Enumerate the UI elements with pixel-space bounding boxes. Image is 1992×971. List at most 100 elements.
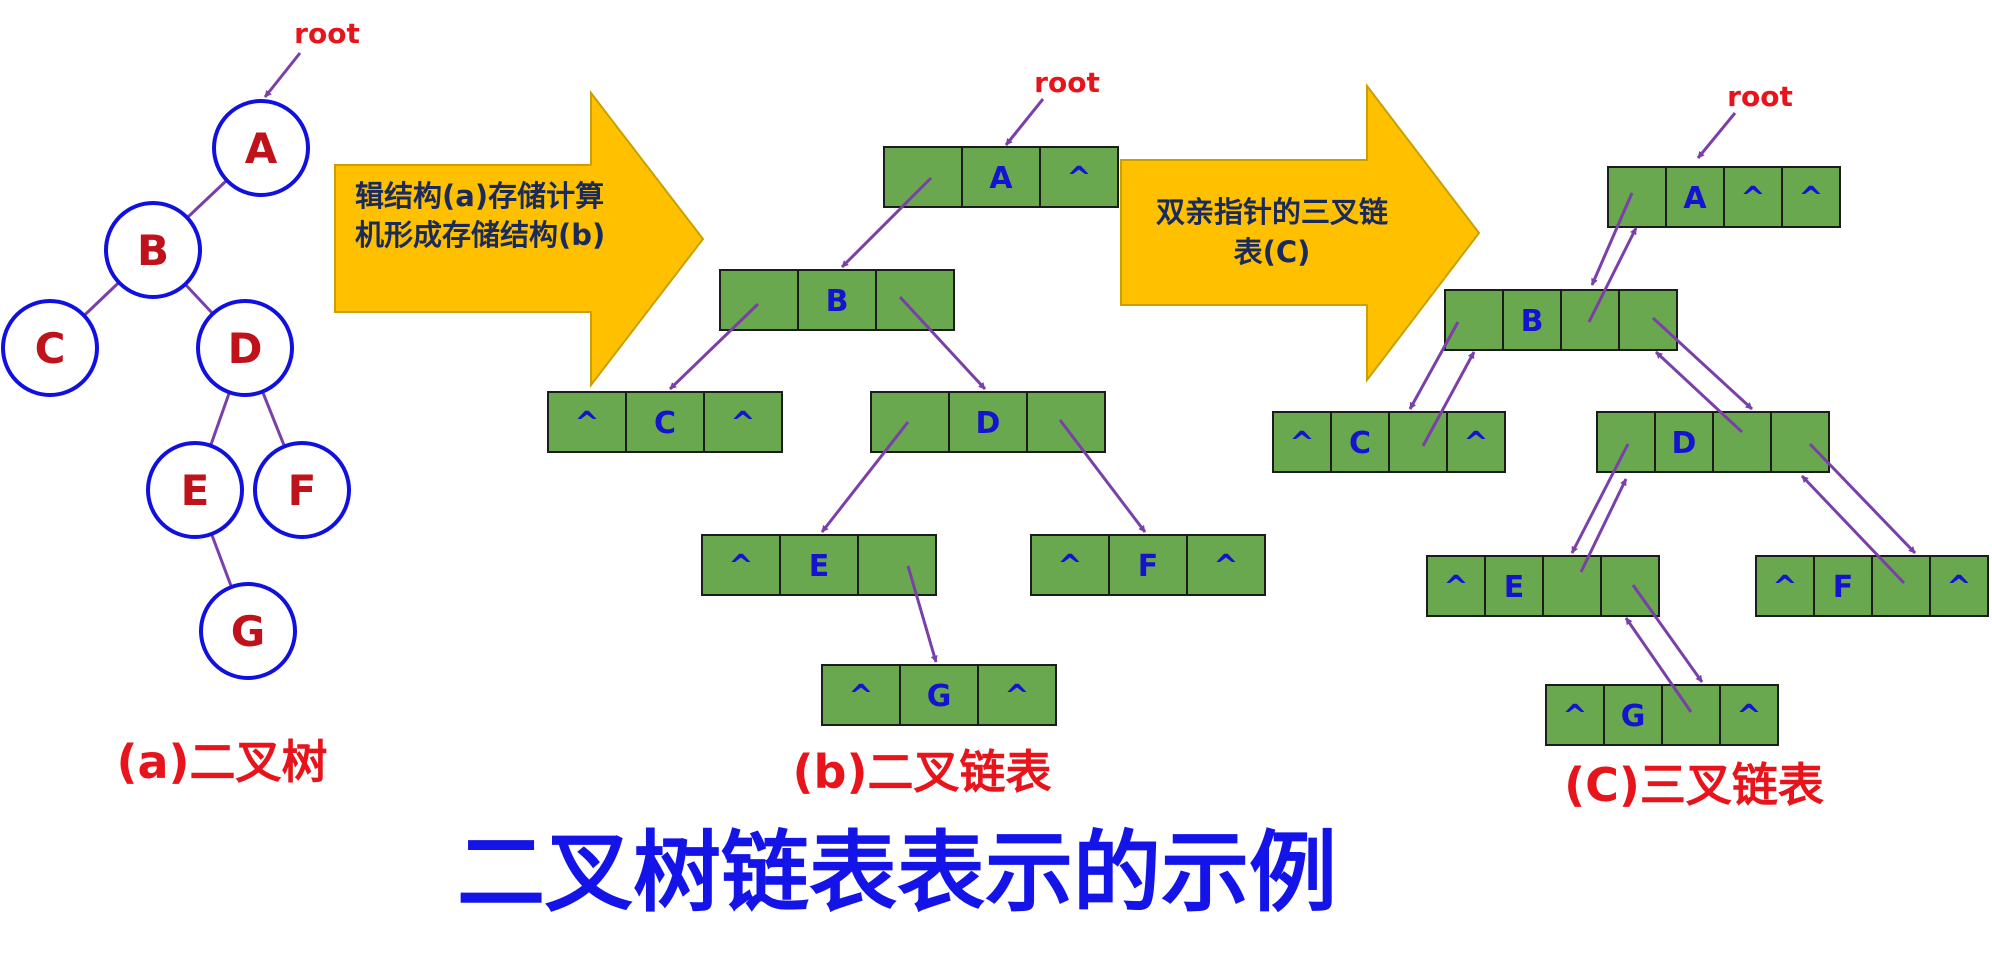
list-b-node-B-cell-1 [797, 269, 877, 331]
list-c-node-F-cell-3-text: ^ [1946, 570, 1971, 605]
list-b-node-D-cell-2 [1026, 391, 1106, 453]
tree-edge-B-D [184, 283, 214, 315]
list-c-node-C-cell-0 [1272, 411, 1332, 473]
list-b-node-E-cell-0 [701, 534, 781, 596]
list-c-node-D-cell-1 [1654, 411, 1714, 473]
list-c-node-E-cell-1 [1484, 555, 1544, 617]
list-b-node-E-cell-1-text: E [809, 549, 830, 584]
list-b-node-F-cell-0-text: ^ [1057, 549, 1082, 584]
list-b-node-E-cell-2 [857, 534, 937, 596]
root-label-b: root [1034, 66, 1100, 99]
list-b-node-E-cell-1 [779, 534, 859, 596]
list-b-node-B-cell-0 [719, 269, 799, 331]
list-b-node-C-cell-1-text: C [654, 406, 676, 441]
list-c-node-G-cell-3 [1719, 684, 1779, 746]
list-c-node-F-cell-1 [1813, 555, 1873, 617]
list-b-D-left [820, 421, 910, 533]
list-b-node-G-cell-0 [821, 664, 901, 726]
flow-arrow-1-text-line1: 辑结构(a)存储计算 [355, 179, 604, 213]
tree-node-G [199, 582, 297, 680]
tree-node-label-C: C [35, 324, 66, 373]
list-c-node-C-cell-1-text: C [1349, 426, 1371, 461]
caption-b: (b)二叉链表 [793, 745, 1052, 799]
list-c-node-A-cell-3 [1781, 166, 1841, 228]
list-b-node-A-cell-2-text: ^ [1066, 161, 1091, 196]
list-b-node-D-cell-0 [870, 391, 950, 453]
tree-node-label-G: G [231, 607, 265, 656]
root-pointer-b [1004, 98, 1045, 146]
tree-edge-D-F [261, 391, 286, 447]
list-c-node-C-cell-0-text: ^ [1289, 426, 1314, 461]
tree-edge-B-C [83, 281, 120, 317]
tree-node-B [104, 201, 202, 299]
list-c-D-parent [1654, 350, 1744, 434]
list-c-E-parent [1579, 478, 1628, 573]
list-b-node-A-cell-1-text: A [989, 161, 1013, 196]
list-c-node-D-cell-1-text: D [1672, 426, 1697, 461]
list-b-node-C-cell-1 [625, 391, 705, 453]
tree-edge-A-B [186, 179, 228, 219]
tree-node-label-E: E [181, 466, 210, 515]
tree-node-label-D: D [228, 324, 263, 373]
list-c-D-left [1570, 443, 1630, 554]
root-pointer-a [263, 52, 302, 98]
list-c-node-B-cell-0 [1444, 289, 1504, 351]
list-c-node-G-cell-3-text: ^ [1736, 699, 1761, 734]
root-pointer-c [1696, 112, 1737, 159]
list-b-D-right [1058, 419, 1147, 533]
list-c-node-F-cell-1-text: F [1833, 570, 1854, 605]
list-b-node-C-cell-2 [703, 391, 783, 453]
tree-edge-D-E [209, 391, 231, 447]
list-b-node-F-cell-1 [1108, 534, 1188, 596]
list-c-node-C-cell-2 [1388, 411, 1448, 473]
list-b-node-G-cell-1-text: G [927, 679, 952, 714]
pointer-arrows [263, 52, 1917, 713]
list-b-node-C-cell-2-text: ^ [730, 406, 755, 441]
flow-arrow-1 [334, 90, 705, 388]
list-b-node-A-cell-2 [1039, 146, 1119, 208]
list-c-node-D-cell-3 [1770, 411, 1830, 473]
list-b-node-A-cell-0 [883, 146, 963, 208]
tree-node-label-A: A [245, 124, 278, 173]
list-c-node-A-cell-1 [1665, 166, 1725, 228]
list-b-B-left [668, 302, 760, 391]
list-c-node-G-cell-0 [1545, 684, 1605, 746]
tree-node-C [1, 299, 99, 397]
pointer-lines [83, 179, 286, 588]
list-c-node-C-cell-3-text: ^ [1463, 426, 1488, 461]
list-c-node-C-cell-3 [1446, 411, 1506, 473]
list-c-node-G-cell-2 [1661, 684, 1721, 746]
list-c-node-D-cell-0 [1596, 411, 1656, 473]
list-c-node-E-cell-2 [1542, 555, 1602, 617]
list-b-node-G-cell-2 [977, 664, 1057, 726]
list-b-node-F-cell-2-text: ^ [1213, 549, 1238, 584]
list-c-D-right [1808, 442, 1917, 555]
list-c-node-E-cell-1-text: E [1504, 570, 1525, 605]
list-b-node-D-cell-1 [948, 391, 1028, 453]
list-c-node-E-cell-0 [1426, 555, 1486, 617]
list-c-E-right [1631, 584, 1704, 683]
list-b-B-right [898, 295, 987, 391]
list-c-node-F-cell-2 [1871, 555, 1931, 617]
list-c-node-B-cell-1-text: B [1521, 304, 1544, 339]
list-c-F-parent [1800, 474, 1906, 585]
list-c-A-left [1590, 192, 1634, 286]
caption-a: (a)二叉树 [116, 735, 327, 789]
list-b-node-A-cell-1 [961, 146, 1041, 208]
list-c-B-left [1408, 321, 1460, 410]
list-c-node-B-cell-1 [1502, 289, 1562, 351]
list-b-node-F-cell-1-text: F [1138, 549, 1159, 584]
list-c-node-E-cell-0-text: ^ [1443, 570, 1468, 605]
list-c-C-parent [1421, 351, 1476, 447]
flow-arrows [334, 83, 1481, 388]
list-b-A-left [840, 176, 933, 269]
flow-arrow-2-text-line2: 表(C) [1234, 235, 1311, 269]
tree-node-A [212, 99, 310, 197]
list-c-node-F-cell-3 [1929, 555, 1989, 617]
root-label-c: root [1727, 80, 1793, 113]
list-c-B-parent [1587, 227, 1638, 323]
flow-arrow-2 [1120, 83, 1481, 383]
tree-node-E [146, 441, 244, 539]
